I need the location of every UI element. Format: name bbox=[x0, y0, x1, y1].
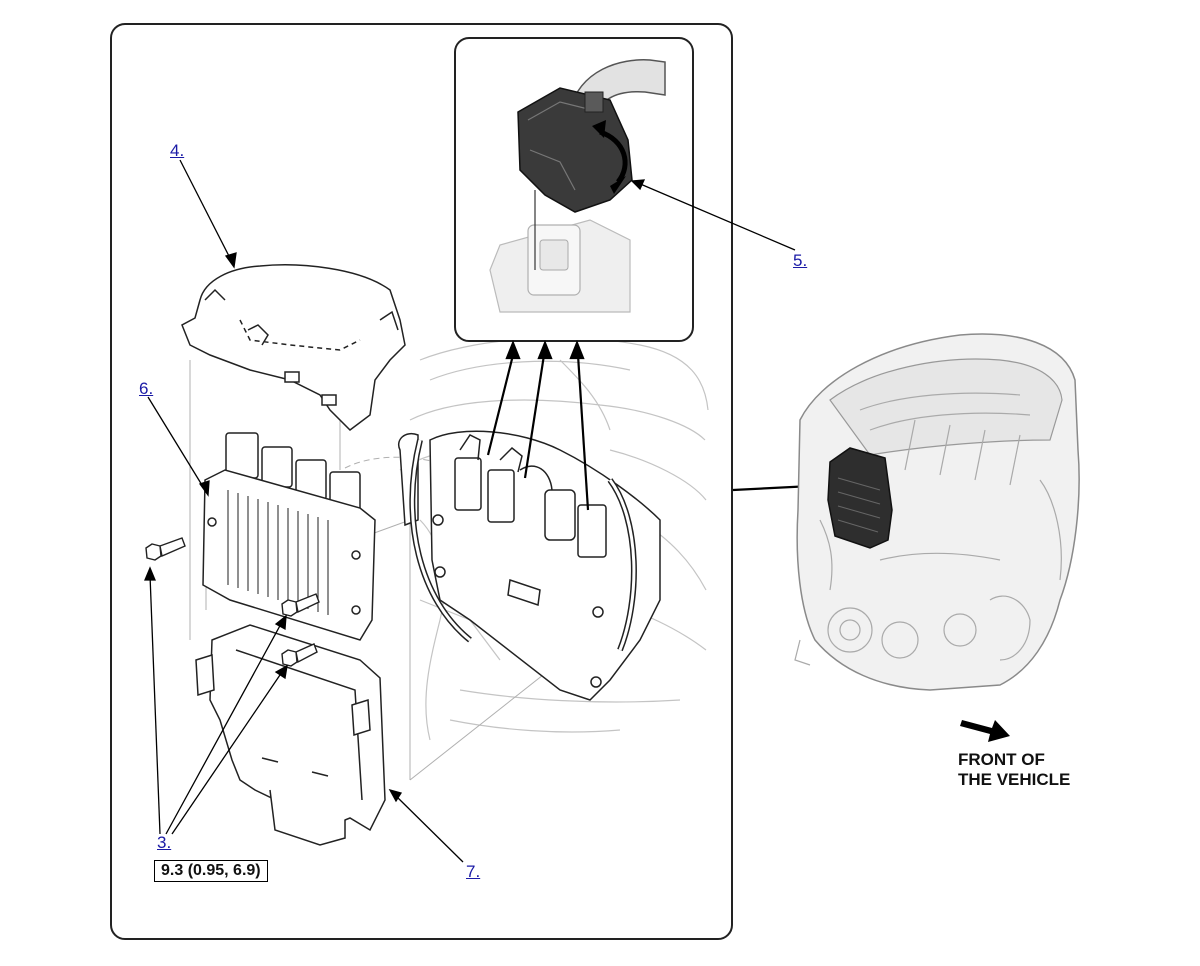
inset-connector-illustration bbox=[489, 59, 666, 313]
callout-leader-lines bbox=[144, 159, 796, 863]
callout-item-3[interactable]: 3. bbox=[157, 833, 172, 852]
engine-overview-illustration bbox=[794, 333, 1080, 691]
ecm-upper-cover bbox=[181, 264, 406, 431]
callout-item-6[interactable]: 6. bbox=[139, 379, 154, 398]
main-illustration-frame bbox=[110, 23, 733, 940]
arrow-right-down-icon bbox=[960, 720, 1010, 742]
bolt-lower bbox=[281, 643, 318, 667]
torque-spec-value: 9.3 (0.95, 6.9) bbox=[161, 862, 261, 879]
callout-item-4[interactable]: 4. bbox=[170, 141, 185, 160]
bolt-middle bbox=[281, 593, 320, 617]
callout-item-5[interactable]: 5. bbox=[793, 251, 808, 270]
mounting-bolts bbox=[145, 537, 320, 667]
front-of-vehicle-label: FRONT OF THE VEHICLE bbox=[958, 750, 1070, 790]
ecm-bracket bbox=[195, 624, 386, 846]
engine-harness-connectors bbox=[398, 430, 661, 701]
front-label-line-1: FRONT OF bbox=[958, 750, 1045, 769]
engine-control-module bbox=[202, 432, 376, 641]
bolt-left bbox=[145, 537, 186, 561]
inset-pointer-arrows bbox=[486, 340, 590, 511]
front-label-line-2: THE VEHICLE bbox=[958, 770, 1071, 789]
torque-spec-box: 9.3 (0.95, 6.9) bbox=[154, 860, 268, 882]
curved-double-arrow-icon bbox=[592, 120, 628, 194]
callout-item-7[interactable]: 7. bbox=[466, 862, 481, 881]
